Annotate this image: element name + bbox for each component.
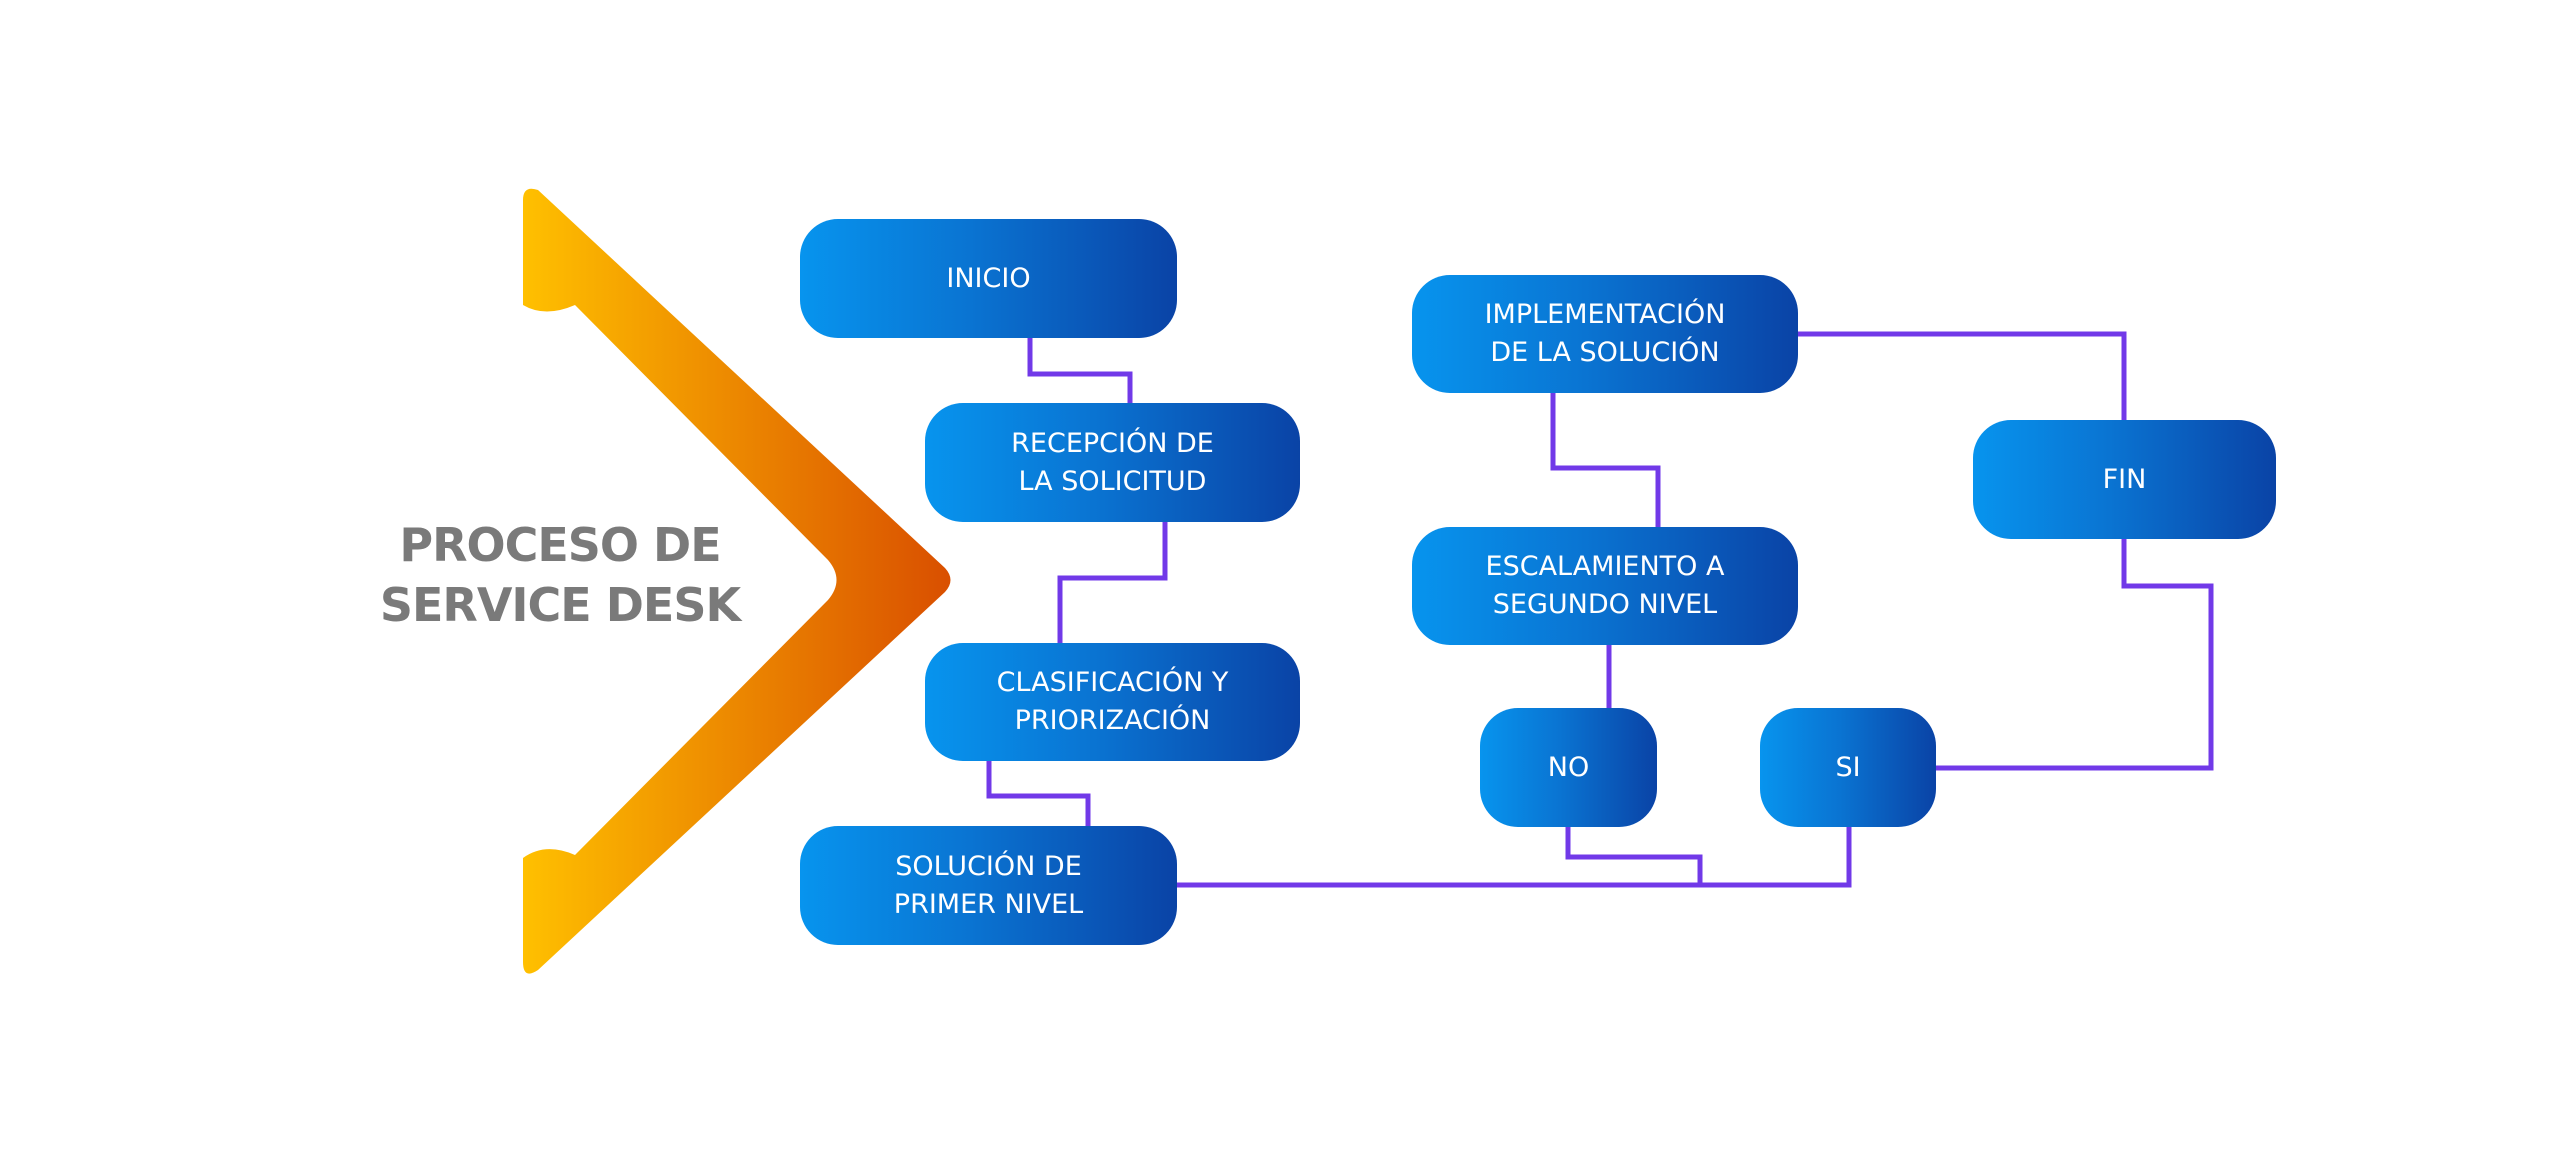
node-label-line: SOLUCIÓN DE [895,850,1082,882]
connector-shade-no-to-solucion-primer-nivel [1565,827,1703,885]
title-line-1: PROCESO DE [399,518,721,572]
node-label: FIN [2103,461,2147,499]
node-label: SI [1835,749,1860,787]
connector-shade-implementacion-to-fin [1798,331,2127,420]
connector-shade-solucion-primer-nivel-to-si [1177,827,1852,888]
node-clasificacion: CLASIFICACIÓN Y PRIORIZACIÓN [925,643,1300,761]
node-solucion-primer-nivel: SOLUCIÓN DE PRIMER NIVEL [800,826,1177,945]
chevron-arrow-shape [523,188,951,974]
node-label-line: PRIORIZACIÓN [1014,705,1211,736]
node-label: SOLUCIÓN DE PRIMER NIVEL [894,848,1083,924]
node-label: ESCALAMIENTO A SEGUNDO NIVEL [1486,548,1725,624]
connector-shade-implementacion-to-escalamiento [1550,393,1661,527]
connector-inicio-to-recepcion [1027,338,1133,403]
node-si: SI [1760,708,1936,827]
node-label-line: SEGUNDO NIVEL [1492,589,1718,620]
connector-clasificacion-to-solucion-primer-nivel [986,761,1091,826]
connector-no-to-solucion-primer-nivel [1565,827,1703,885]
connector-solucion-primer-nivel-to-si [1177,827,1852,888]
connector-shade-fin-to-si [1936,539,2214,771]
node-label-line: NO [1547,751,1590,783]
node-label: CLASIFICACIÓN Y PRIORIZACIÓN [997,664,1229,740]
node-label-line: RECEPCIÓN DE [1011,427,1214,459]
node-escalamiento: ESCALAMIENTO A SEGUNDO NIVEL [1412,527,1798,645]
connector-fin-to-si [1936,539,2214,771]
node-no: NO [1480,708,1657,827]
connector-shade-recepcion-to-clasificacion [1057,522,1168,643]
connector-implementacion-to-fin [1798,331,2127,420]
node-label-line: IMPLEMENTACIÓN [1484,299,1726,330]
node-label: INICIO [946,260,1030,298]
node-label: RECEPCIÓN DE LA SOLICITUD [1011,425,1214,501]
connector-implementacion-to-escalamiento [1550,393,1661,527]
node-implementacion: IMPLEMENTACIÓN DE LA SOLUCIÓN [1412,275,1798,393]
node-label-line: DE LA SOLUCIÓN [1490,337,1720,368]
connector-recepcion-to-clasificacion [1057,522,1168,643]
node-label-line: CLASIFICACIÓN Y [996,667,1229,698]
node-label-line: ESCALAMIENTO A [1485,551,1725,582]
node-label: IMPLEMENTACIÓN DE LA SOLUCIÓN [1485,296,1726,372]
node-label-line: SI [1835,751,1861,783]
connector-shade-clasificacion-to-solucion-primer-nivel [986,761,1091,826]
node-fin: FIN [1973,420,2276,539]
connector-shade-inicio-to-recepcion [1027,338,1133,403]
node-label-line: FIN [2102,463,2147,495]
title-line-2: SERVICE DESK [379,578,741,632]
node-label-line: LA SOLICITUD [1018,465,1207,497]
connectors [986,331,2214,888]
node-label-line: INICIO [946,262,1031,294]
diagram-title: PROCESO DE SERVICE DESK [360,515,760,635]
node-inicio: INICIO [800,219,1177,338]
node-label: NO [1548,749,1589,787]
node-label-line: PRIMER NIVEL [893,888,1084,920]
node-recepcion: RECEPCIÓN DE LA SOLICITUD [925,403,1300,522]
